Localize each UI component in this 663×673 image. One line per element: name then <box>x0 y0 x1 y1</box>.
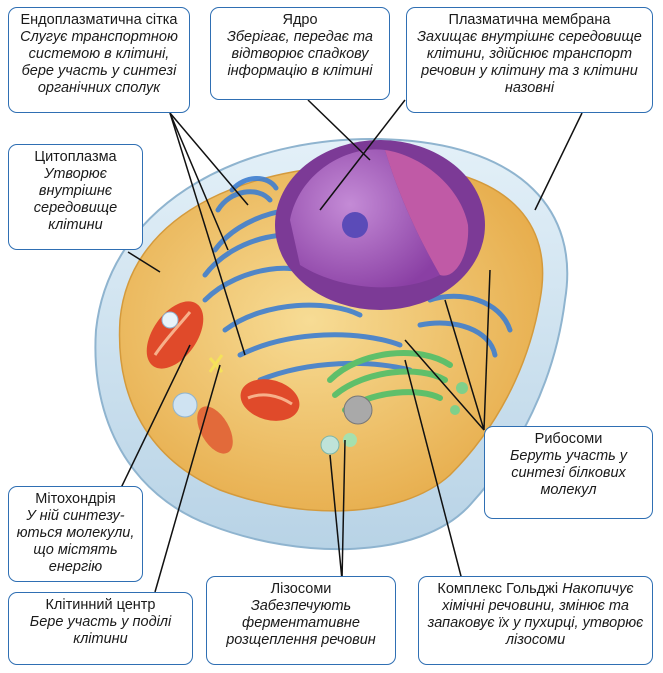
label-nucleus-title: Ядро <box>282 12 318 28</box>
label-ribosomes-title: Рибосоми <box>534 431 603 447</box>
label-cytoplasm-title: Цитоплазма <box>34 149 117 165</box>
label-membrane: Плазматична мембрана Захищає внутрішнє с… <box>406 7 653 113</box>
label-centrosome-desc: Бере участь у поділі клітини <box>29 614 172 648</box>
er-shape <box>202 176 513 383</box>
label-golgi-desc: Накопичує хімічні речовини, змінює та за… <box>427 581 644 649</box>
label-golgi: Комплекс Гольджі Накопичує хімічні речов… <box>418 576 653 665</box>
centrosome-shape <box>208 354 224 373</box>
label-membrane-title: Плазматична мембрана <box>448 12 611 28</box>
label-cytoplasm-desc: Утворює внутрішнє середовище клітини <box>33 166 118 234</box>
label-cytoplasm: Цитоплазма Утворює внутрішнє середовище … <box>8 144 143 250</box>
label-mitochondria-desc: У ній синтезу-ються молекули, що містять… <box>16 508 135 576</box>
nucleus-shape <box>275 140 485 310</box>
mitochondria-shape <box>146 301 300 454</box>
label-centrosome-title: Клітинний центр <box>45 597 156 613</box>
label-nucleus: Ядро Зберігає, передає та відтворює спад… <box>210 7 390 100</box>
label-centrosome: Клітинний центр Бере участь у поділі клі… <box>8 592 193 665</box>
label-er-title: Ендоплазматична сітка <box>20 12 178 28</box>
label-golgi-title: Комплекс Гольджі <box>437 581 563 597</box>
label-lysosomes-title: Лізосоми <box>270 581 332 597</box>
label-membrane-desc: Захищає внутрішнє середовище клітини, зд… <box>417 29 642 97</box>
label-ribosomes-desc: Беруть участь у синтезі білкових молекул <box>509 448 628 499</box>
label-mitochondria: Мітохондрія У ній синтезу-ються молекули… <box>8 486 143 582</box>
label-mitochondria-title: Мітохондрія <box>35 491 116 507</box>
label-lysosomes: Лізосоми Забезпечують ферментативне розщ… <box>206 576 396 665</box>
leader-lines <box>119 99 583 593</box>
label-er: Ендоплазматична сітка Слугує транспортно… <box>8 7 190 113</box>
label-ribosomes: Рибосоми Беруть участь у синтезі білкови… <box>484 426 653 519</box>
label-lysosomes-desc: Забезпечують ферментативне розщеплення р… <box>226 598 376 649</box>
label-nucleus-desc: Зберігає, передає та відтворює спадкову … <box>227 29 373 80</box>
lysosomes-shape <box>161 311 373 455</box>
label-er-desc: Слугує транспортною системою в клітині, … <box>20 29 178 97</box>
